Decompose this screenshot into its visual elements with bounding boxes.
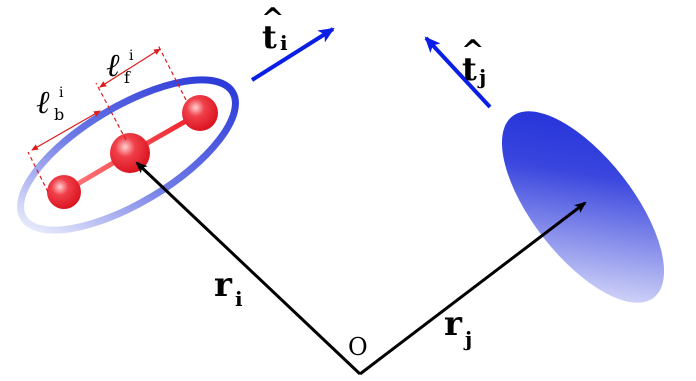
label-t-j-hat: ^ [461,34,484,67]
label-r-i-sub: i [235,287,243,311]
label-l-b-sub: b [54,105,64,124]
label-r-j-sub: j [463,327,472,351]
label-l-b: ℓ b i [36,83,64,124]
body-i-ring [17,76,239,234]
label-t-i-sub: i [280,31,288,55]
dimension-marks [27,44,187,193]
label-l-f-main: ℓ [106,46,120,84]
body-j-ellipsoid [501,111,665,303]
bead-front [182,95,218,131]
label-l-b-sup: i [59,85,64,101]
label-t-i-hat: ^ [261,2,284,35]
ext-line-center [95,82,127,141]
label-t-j: ^ t j [461,34,486,89]
label-l-f-sup: i [129,48,134,64]
bead-back [47,175,81,209]
bead-center [110,133,150,173]
label-r-i: r i [214,265,243,311]
tangent-t-i [250,27,335,82]
label-r-i-main: r [214,265,233,305]
label-t-j-sub: j [477,65,486,89]
label-r-j: r j [444,304,472,351]
origin-label: O [348,333,368,361]
dim-arrow-lb [31,110,101,151]
vector-r-j [359,201,587,376]
vector-r-i [135,161,362,376]
label-r-j-main: r [444,304,463,344]
tangent-t-j [424,36,492,109]
label-t-i: ^ t i [261,2,288,56]
label-l-f-sub: f [124,68,131,87]
dim-arrow-lf [99,48,161,88]
label-l-f: ℓ f i [106,46,134,87]
label-t-i-main: t [262,18,277,56]
ext-line-front [157,44,187,101]
label-l-b-main: ℓ [36,83,50,121]
label-t-j-main: t [462,50,477,88]
ext-line-back [27,151,49,193]
